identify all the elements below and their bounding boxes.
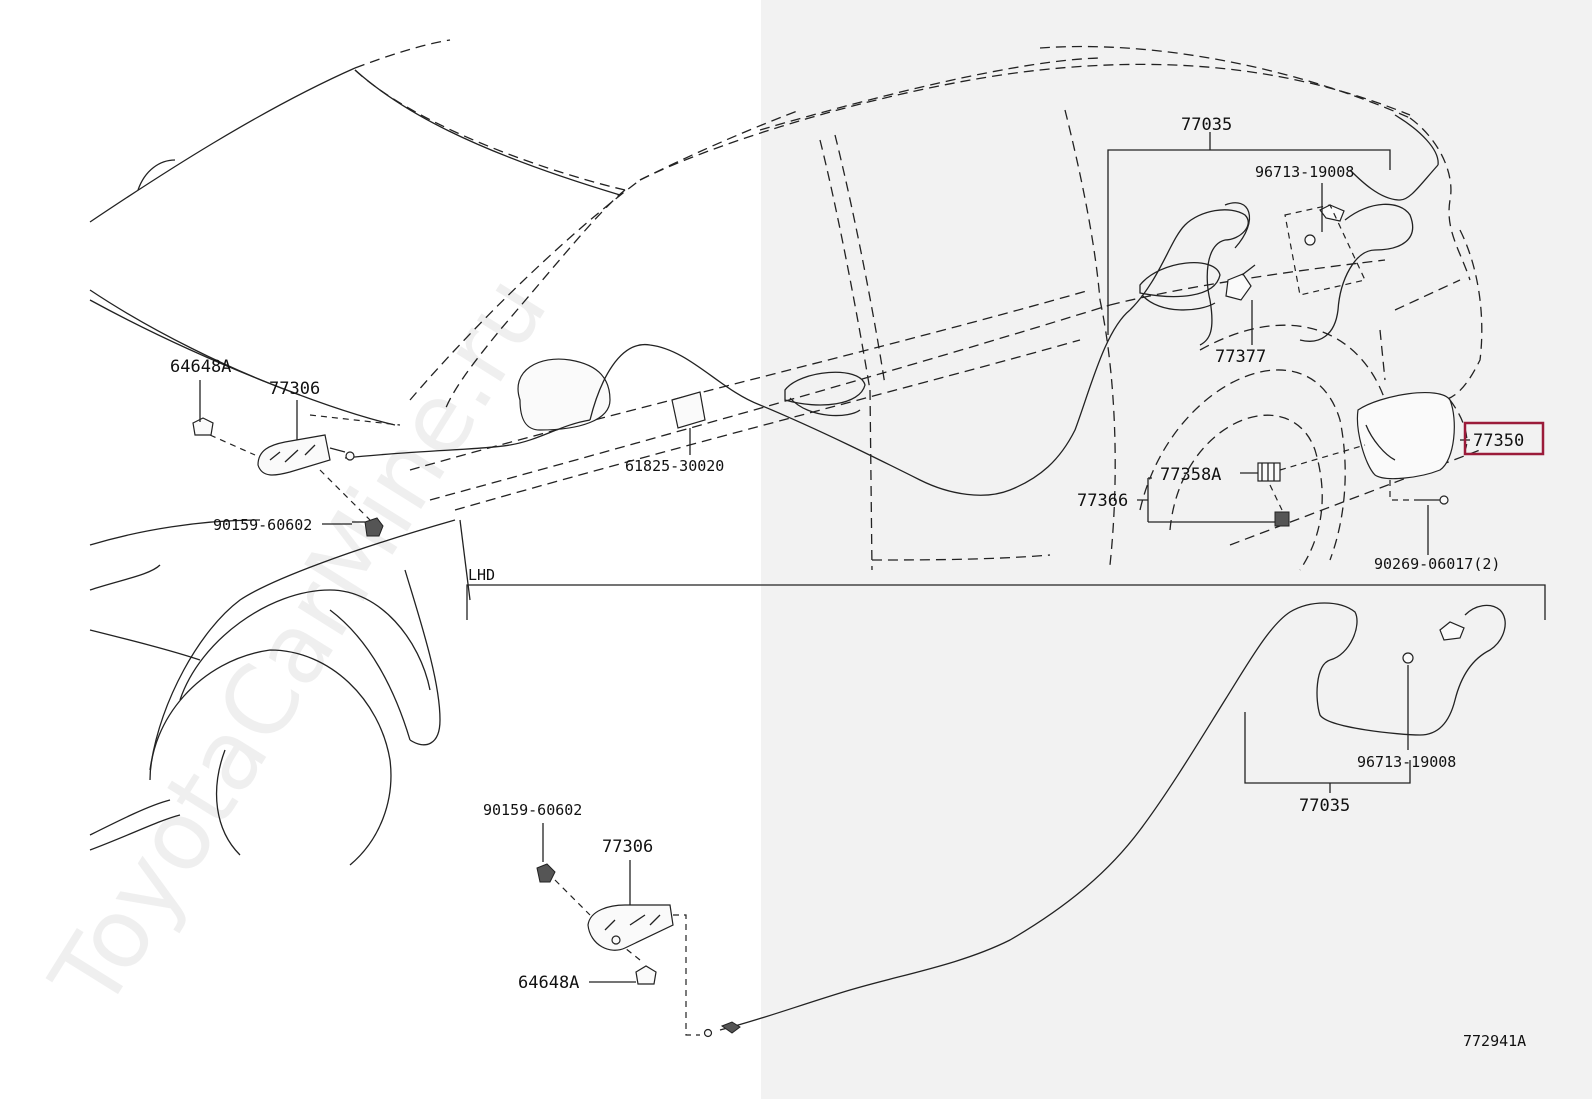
callout-77350-highlight	[1463, 421, 1545, 456]
callout-77350[interactable]: 77350	[1473, 431, 1524, 451]
lever-77306-top	[257, 434, 331, 476]
callout-77366[interactable]: 77366	[1077, 491, 1128, 511]
callout-96713-lhd[interactable]: 96713-19008	[1357, 753, 1456, 771]
callout-77358a[interactable]: 77358A	[1160, 465, 1221, 485]
callout-77035-top[interactable]: 77035	[1181, 115, 1232, 135]
bracket-77358a	[1257, 462, 1281, 482]
lhd-lock-cable-end	[1439, 621, 1465, 641]
bolt-90159-top	[364, 517, 384, 537]
callout-90269[interactable]: 90269-06017(2)	[1374, 555, 1500, 573]
fuel-lid-77350	[1356, 391, 1455, 480]
diagram-code: 772941A	[1463, 1032, 1526, 1050]
bolt-90159-lhd	[536, 863, 556, 883]
lever-77306-lhd	[587, 904, 674, 951]
callout-90159-top[interactable]: 90159-60602	[213, 516, 312, 534]
callout-labels: 77035 96713-19008 77377 77350 77358A 773…	[170, 115, 1545, 1050]
lhd-grommet-96713	[1402, 652, 1414, 664]
callout-77306-lhd[interactable]: 77306	[602, 837, 653, 857]
lock-cable-end	[1319, 204, 1345, 222]
callout-77035-lhd[interactable]: 77035	[1299, 796, 1350, 816]
callout-77306-top[interactable]: 77306	[269, 379, 320, 399]
top-assembly	[192, 202, 1455, 537]
grommet-96713	[1304, 234, 1316, 246]
lhd-bracket	[466, 584, 1546, 620]
watermark: ToyotaCarMine.ru	[29, 257, 569, 1028]
label-plate-61825	[671, 391, 706, 429]
opener-lock-77377	[1225, 273, 1252, 301]
lhd-section	[466, 584, 1546, 1038]
callout-90159-lhd[interactable]: 90159-60602	[483, 801, 582, 819]
callout-64648a-top[interactable]: 64648A	[170, 357, 231, 377]
side-mirror	[517, 358, 611, 431]
lhd-label: LHD	[468, 566, 495, 584]
cushion-77366	[1274, 511, 1290, 527]
leader-lines	[199, 132, 1470, 983]
car-body-outline	[89, 39, 1483, 866]
clip-64648a-lhd	[635, 965, 657, 985]
callout-96713-top[interactable]: 96713-19008	[1255, 163, 1354, 181]
shaded-background	[761, 0, 1592, 1099]
callout-61825[interactable]: 61825-30020	[625, 457, 724, 475]
callout-77377[interactable]: 77377	[1215, 347, 1266, 367]
callout-64648a-lhd[interactable]: 64648A	[518, 973, 579, 993]
clip-64648a-top	[192, 417, 214, 436]
